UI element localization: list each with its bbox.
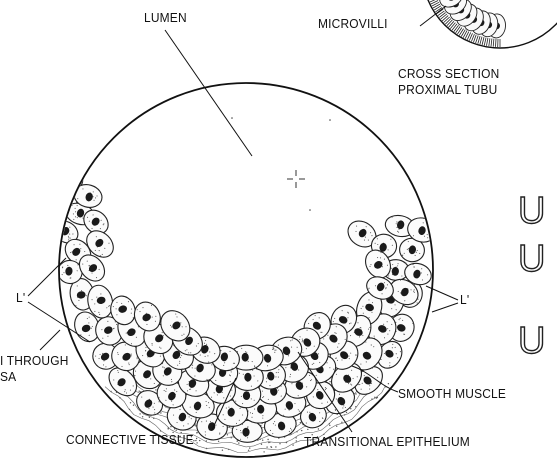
- connective-tissue-stipple: [196, 432, 197, 433]
- cross-section-label: CROSS SECTION: [398, 66, 499, 81]
- connective-tissue-stipple: [237, 441, 238, 442]
- connective-tissue-stipple: [292, 444, 293, 445]
- lumen-center-mark: [287, 170, 305, 188]
- connective-tissue-stipple: [218, 441, 219, 442]
- connective-tissue-stipple: [142, 416, 143, 417]
- connective-tissue-stipple: [238, 442, 239, 443]
- connective-tissue-stipple: [270, 446, 271, 447]
- proximal-tubule-section: [422, 0, 557, 48]
- connective-tissue-stipple: [341, 422, 342, 423]
- leader-section-through: [40, 330, 60, 350]
- connective-tissue-stipple: [155, 389, 156, 390]
- connective-tissue-stipple: [168, 428, 169, 429]
- connective-tissue-stipple: [307, 429, 308, 430]
- cell-nucleus: [243, 391, 250, 400]
- connective-tissue-stipple: [346, 412, 347, 413]
- connective-tissue-stipple: [355, 393, 356, 394]
- connective-tissue-stipple: [388, 383, 389, 384]
- connective-tissue-stipple: [130, 402, 131, 403]
- connective-tissue-stipple: [199, 440, 200, 441]
- side-letter-2: U: [518, 240, 545, 278]
- connective-tissue-stipple: [139, 413, 140, 414]
- section-through-label: I THROUGH: [0, 353, 69, 368]
- lumen-speck: [309, 209, 311, 211]
- connective-tissue-stipple: [227, 434, 228, 435]
- connective-tissue-stipple: [267, 439, 268, 440]
- connective-tissue-label: CONNECTIVE TISSUE: [66, 432, 194, 447]
- smooth-muscle-label: SMOOTH MUSCLE: [398, 386, 506, 401]
- side-letter-3: U: [518, 322, 545, 360]
- cell-nucleus: [242, 428, 249, 437]
- connective-tissue-stipple: [222, 450, 223, 451]
- cell-nucleus: [244, 373, 251, 382]
- connective-tissue-stipple: [196, 442, 197, 443]
- connective-tissue-stipple: [296, 437, 297, 438]
- leader-l-prime-right-b: [432, 303, 458, 312]
- microvillus: [496, 39, 497, 47]
- cell-nucleus: [242, 353, 249, 362]
- connective-tissue-stipple: [261, 444, 262, 445]
- section-through-label-2: SA: [0, 369, 16, 384]
- connective-tissue-stipple: [262, 440, 263, 441]
- connective-tissue-stipple: [329, 381, 330, 382]
- l-prime-left-label: L': [16, 290, 25, 305]
- connective-tissue-stipple: [139, 391, 140, 392]
- connective-tissue-stipple: [249, 447, 250, 448]
- connective-tissue-stipple: [176, 430, 177, 431]
- connective-tissue-stipple: [160, 412, 161, 413]
- connective-tissue-stipple: [170, 426, 171, 427]
- connective-tissue-stipple: [336, 426, 337, 427]
- connective-tissue-stipple: [248, 450, 249, 451]
- connective-tissue-stipple: [296, 440, 297, 441]
- connective-tissue-stipple: [149, 417, 150, 418]
- lumen-label: LUMEN: [144, 10, 187, 25]
- epithelial-cells: [46, 117, 439, 452]
- cell-nucleus: [58, 193, 69, 204]
- microvilli-label: MICROVILLI: [318, 16, 388, 31]
- connective-tissue-stipple: [133, 405, 134, 406]
- connective-tissue-stipple: [301, 430, 302, 431]
- connective-tissue-stipple: [195, 440, 196, 441]
- transitional-epithelium-label: TRANSITIONAL EPITHELIUM: [304, 434, 470, 449]
- connective-tissue-stipple: [266, 446, 267, 447]
- proximal-tubule-label: PROXIMAL TUBU: [398, 82, 497, 97]
- connective-tissue-stipple: [275, 446, 276, 447]
- lumen-speck: [231, 117, 233, 119]
- lumen-speck: [329, 119, 331, 121]
- l-prime-right-label: L': [460, 292, 469, 307]
- side-letter-1: U: [518, 192, 545, 230]
- connective-tissue-stipple: [263, 451, 264, 452]
- connective-tissue-stipple: [318, 428, 319, 429]
- connective-tissue-stipple: [279, 443, 280, 444]
- cell-nucleus: [65, 171, 76, 182]
- connective-tissue-stipple: [329, 425, 330, 426]
- leader-lumen: [165, 30, 252, 156]
- connective-tissue-stipple: [196, 438, 197, 439]
- connective-tissue-stipple: [350, 408, 351, 409]
